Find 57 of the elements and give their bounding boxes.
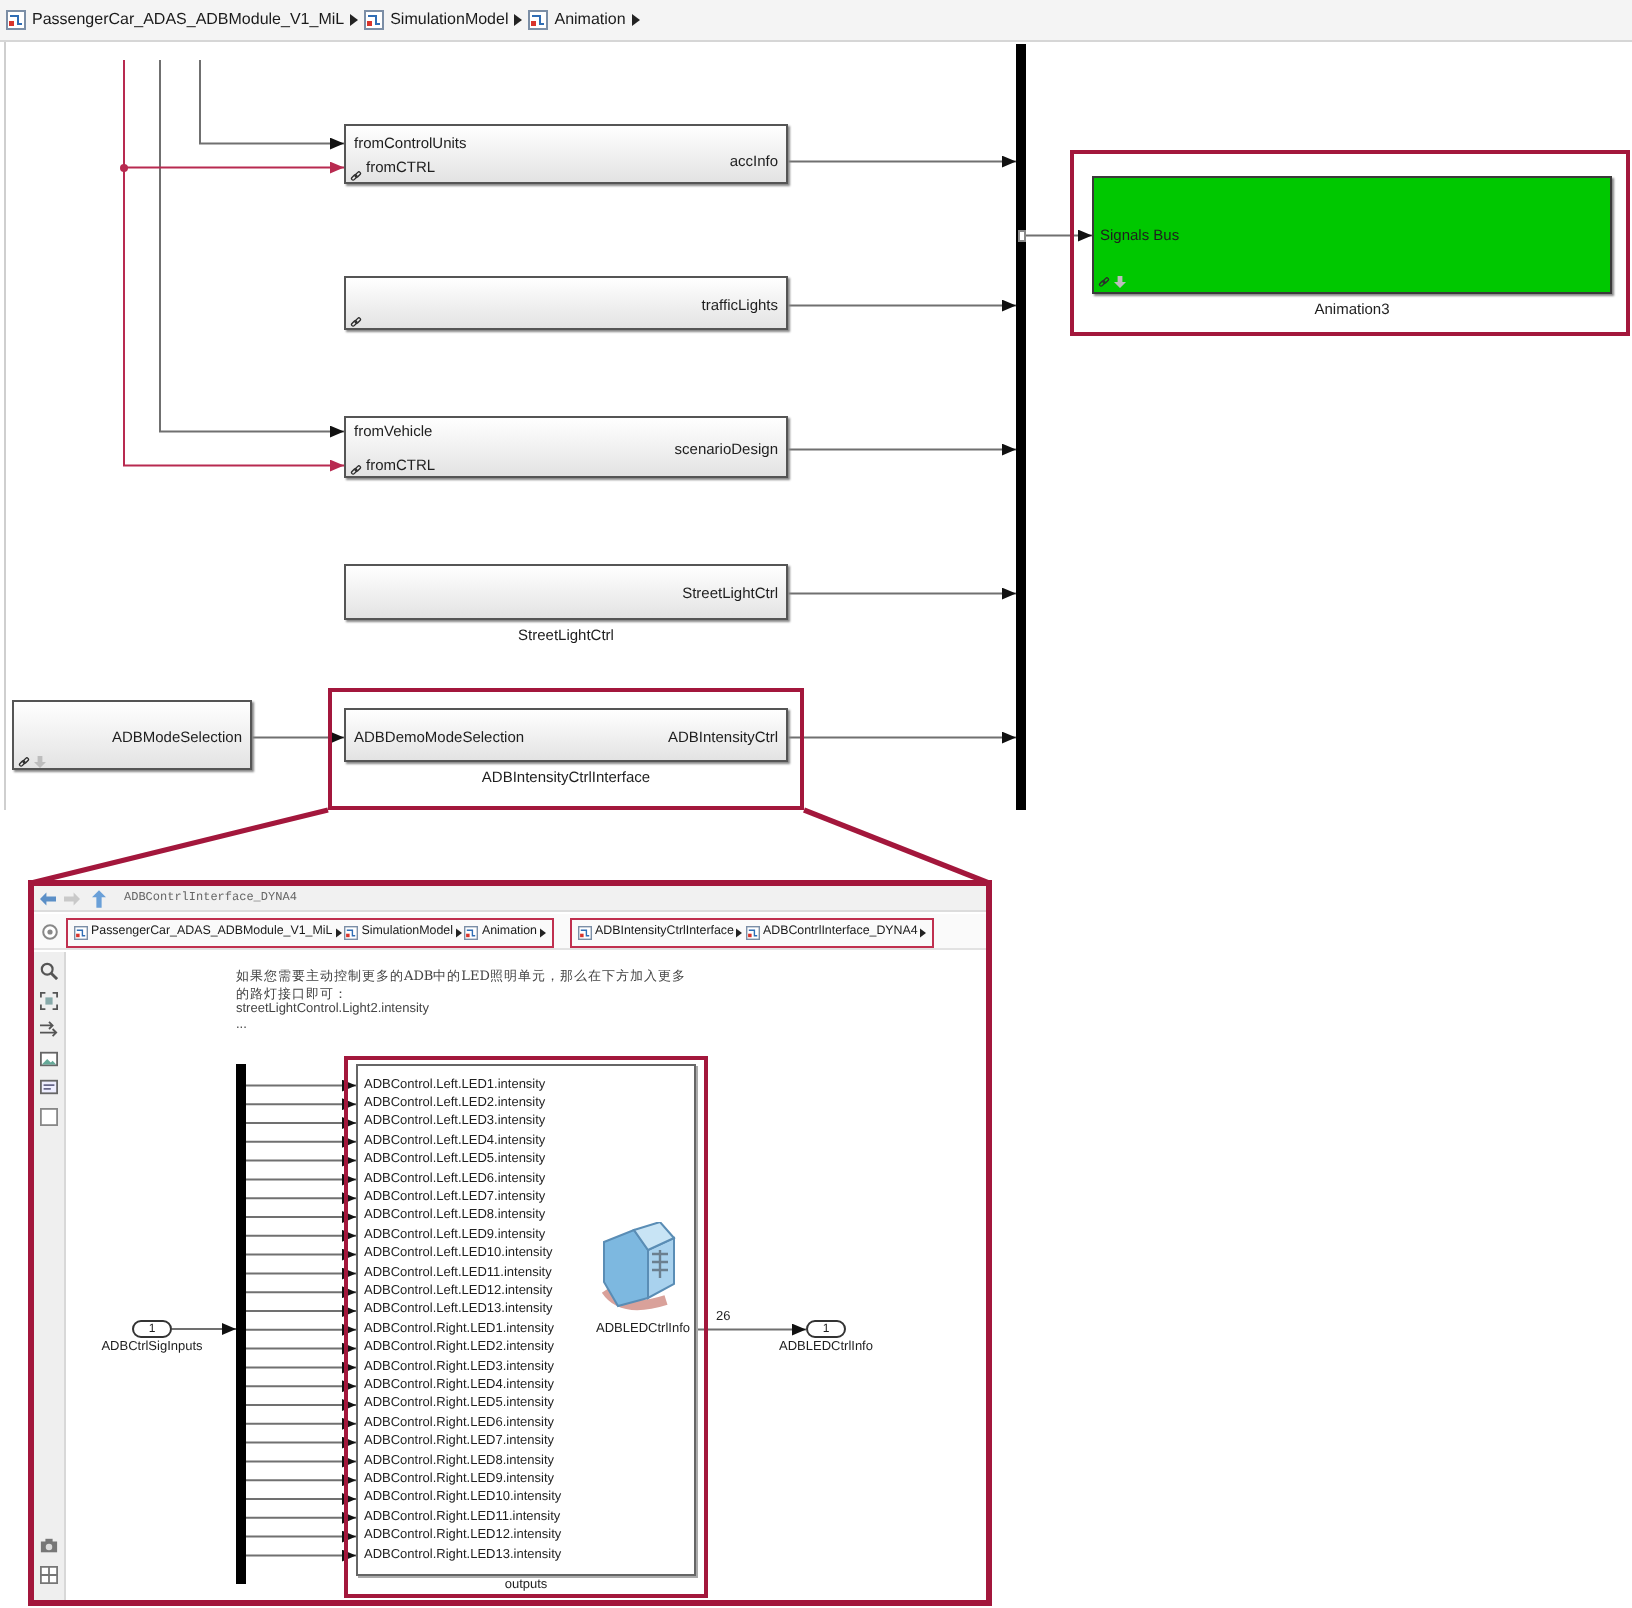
arrow [787,299,1017,312]
arrow [787,587,1017,600]
breadcrumb-text: SimulationModel [390,12,509,28]
arrow [251,731,345,744]
arrow [245,1417,357,1430]
subsystem-block [344,276,788,330]
subsystem-block [12,700,252,770]
arrow [245,1399,357,1411]
arrow [245,1474,357,1487]
arrow [245,1098,357,1111]
arrow [1025,229,1093,242]
subsystem-block [344,416,788,478]
bus-bar [1016,44,1026,810]
arrow [245,1380,357,1393]
arrow [695,1323,807,1336]
arrow [245,1455,357,1468]
subsystem-block [344,708,788,762]
callout-line [30,807,329,886]
arrow [245,1361,357,1374]
arrow [159,59,345,438]
arrow [787,443,1017,456]
highlight-frame [1070,150,1630,336]
arrow [245,1549,357,1562]
arrow [245,1305,357,1317]
arrow [123,59,345,472]
arrow [787,155,1017,168]
arrow [245,1493,357,1505]
arrow [245,1342,357,1355]
subsystem-block [344,124,788,184]
arrow [245,1530,357,1543]
arrow [245,1117,357,1129]
arrow [245,1079,357,1092]
bus-bar [236,1064,246,1584]
callout-line [803,807,990,886]
breadcrumb-text: Animation [554,12,626,28]
arrow [245,1511,357,1524]
arrow [171,1323,237,1335]
arrow [245,1135,357,1148]
arrow [245,1192,357,1205]
subsystem-block [344,564,788,620]
zoom-window [28,880,992,1606]
arrow [245,1267,357,1280]
highlight-frame [66,917,554,947]
arrow [787,731,1017,744]
arrow [245,1248,357,1261]
arrow [245,1173,357,1186]
arrow [245,1154,357,1167]
breadcrumb-text: PassengerCar_ADAS_ADBModule_V1_MiL [32,12,345,28]
subsystem-block [1092,176,1612,294]
arrow [245,1436,357,1449]
arrow [245,1229,357,1242]
arrow [245,1286,357,1299]
arrow [199,59,345,150]
highlight-frame [328,688,804,810]
arrow [245,1323,357,1336]
highlight-frame [570,917,935,947]
arrow [245,1211,357,1223]
